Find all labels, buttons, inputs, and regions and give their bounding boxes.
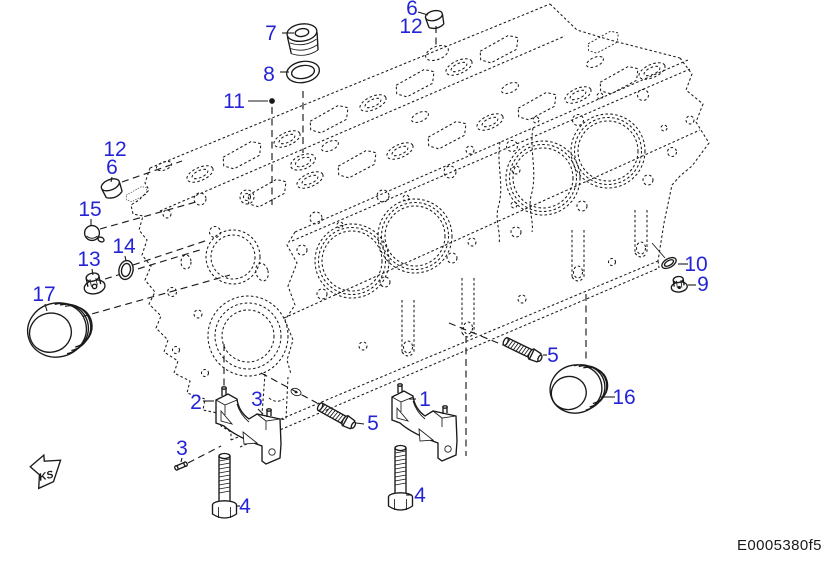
position-dot-11 <box>269 98 275 104</box>
part-o-ring-8 <box>285 60 321 84</box>
callout-6[interactable]: 6 <box>106 156 118 179</box>
callout-4[interactable]: 4 <box>414 484 426 507</box>
part-o-ring-10 <box>661 256 677 270</box>
part-cap-bolt-4-left <box>211 452 238 519</box>
callout-11[interactable]: 11 <box>223 90 245 113</box>
callout-7[interactable]: 7 <box>265 22 277 45</box>
callout-16[interactable]: 16 <box>612 386 635 409</box>
skirt-bolt-bosses <box>358 210 648 357</box>
part-cap-bolt-4-right <box>387 444 414 511</box>
callout-9[interactable]: 9 <box>697 273 709 296</box>
callout-1[interactable]: 1 <box>419 388 431 411</box>
part-o-ring-14 <box>118 259 134 281</box>
callout-6[interactable]: 6 <box>406 0 418 20</box>
callout-ticks <box>44 11 696 507</box>
callout-15[interactable]: 15 <box>78 198 101 221</box>
part-oil-plug-7 <box>286 23 319 56</box>
cylinder-bores <box>314 113 646 299</box>
part-hex-plug-9 <box>670 275 688 293</box>
part-hex-plug-13 <box>83 272 106 295</box>
part-side-bolt-5-upper <box>500 334 545 365</box>
callout-17[interactable]: 17 <box>32 283 55 306</box>
callout-5[interactable]: 5 <box>547 344 559 367</box>
callout-14[interactable]: 14 <box>112 235 136 258</box>
part-plug-15 <box>83 224 105 243</box>
part-sealing-cap-6-top <box>424 9 445 30</box>
callout-3[interactable]: 3 <box>176 437 188 460</box>
callout-12[interactable]: 12 <box>399 15 422 38</box>
callout-2[interactable]: 2 <box>190 391 202 414</box>
callout-10[interactable]: 10 <box>684 253 707 276</box>
ks-direction-marker: KS <box>29 453 62 490</box>
part-main-bearing-cap-2 <box>215 386 282 465</box>
callout-4[interactable]: 4 <box>239 495 251 518</box>
callout-12[interactable]: 12 <box>103 138 126 161</box>
drawing-number: E0005380f5 <box>737 537 822 554</box>
part-dowel-pin-3 <box>173 460 189 472</box>
callout-13[interactable]: 13 <box>77 248 100 271</box>
bolt-hole-5 <box>290 387 302 397</box>
part-front-seal-17 <box>26 302 93 358</box>
part-sealing-cap-6-left <box>100 178 123 199</box>
part-rear-seal-16 <box>549 364 609 414</box>
engine-block-outline <box>123 3 710 448</box>
callout-5[interactable]: 5 <box>367 412 379 435</box>
callout-8[interactable]: 8 <box>263 63 275 86</box>
callout-3[interactable]: 3 <box>251 388 263 411</box>
ks-label: KS <box>38 469 55 484</box>
